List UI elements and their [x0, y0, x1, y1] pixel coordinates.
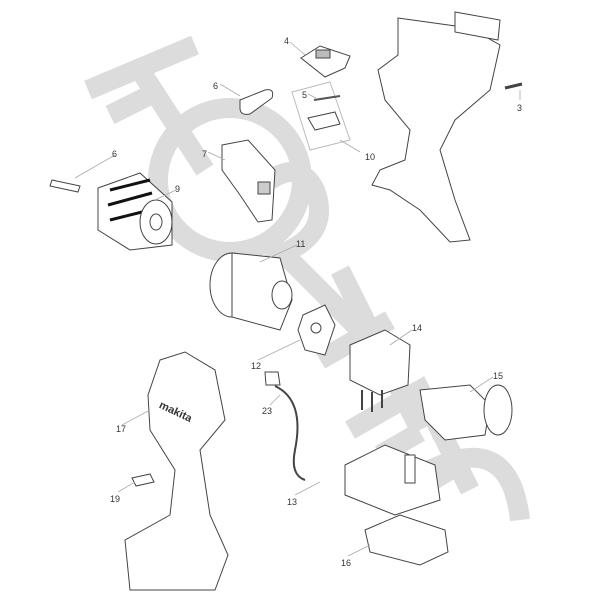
part-label-14: 14 [412, 323, 423, 333]
part-label-12: 12 [251, 361, 262, 371]
part-label-3: 3 [517, 103, 523, 113]
watermark-fortec [84, 35, 530, 522]
part-label-7: 7 [202, 149, 208, 159]
part-label-4: 4 [284, 36, 290, 46]
part-label-15: 15 [493, 371, 504, 381]
part-label-11: 11 [296, 239, 306, 249]
part-4-shape [300, 45, 351, 78]
part-label-13: 13 [287, 497, 298, 507]
part-label-19: 19 [110, 494, 121, 504]
part-label-9: 9 [175, 184, 181, 194]
part-label-6-lever: 6 [213, 81, 219, 91]
part-label-16: 16 [341, 558, 352, 568]
part-label-23: 23 [262, 406, 273, 416]
part-label-6-screw: 6 [112, 149, 118, 159]
part-label-10: 10 [365, 152, 376, 162]
part-label-17: 17 [116, 424, 127, 434]
part-label-5: 5 [302, 90, 308, 100]
